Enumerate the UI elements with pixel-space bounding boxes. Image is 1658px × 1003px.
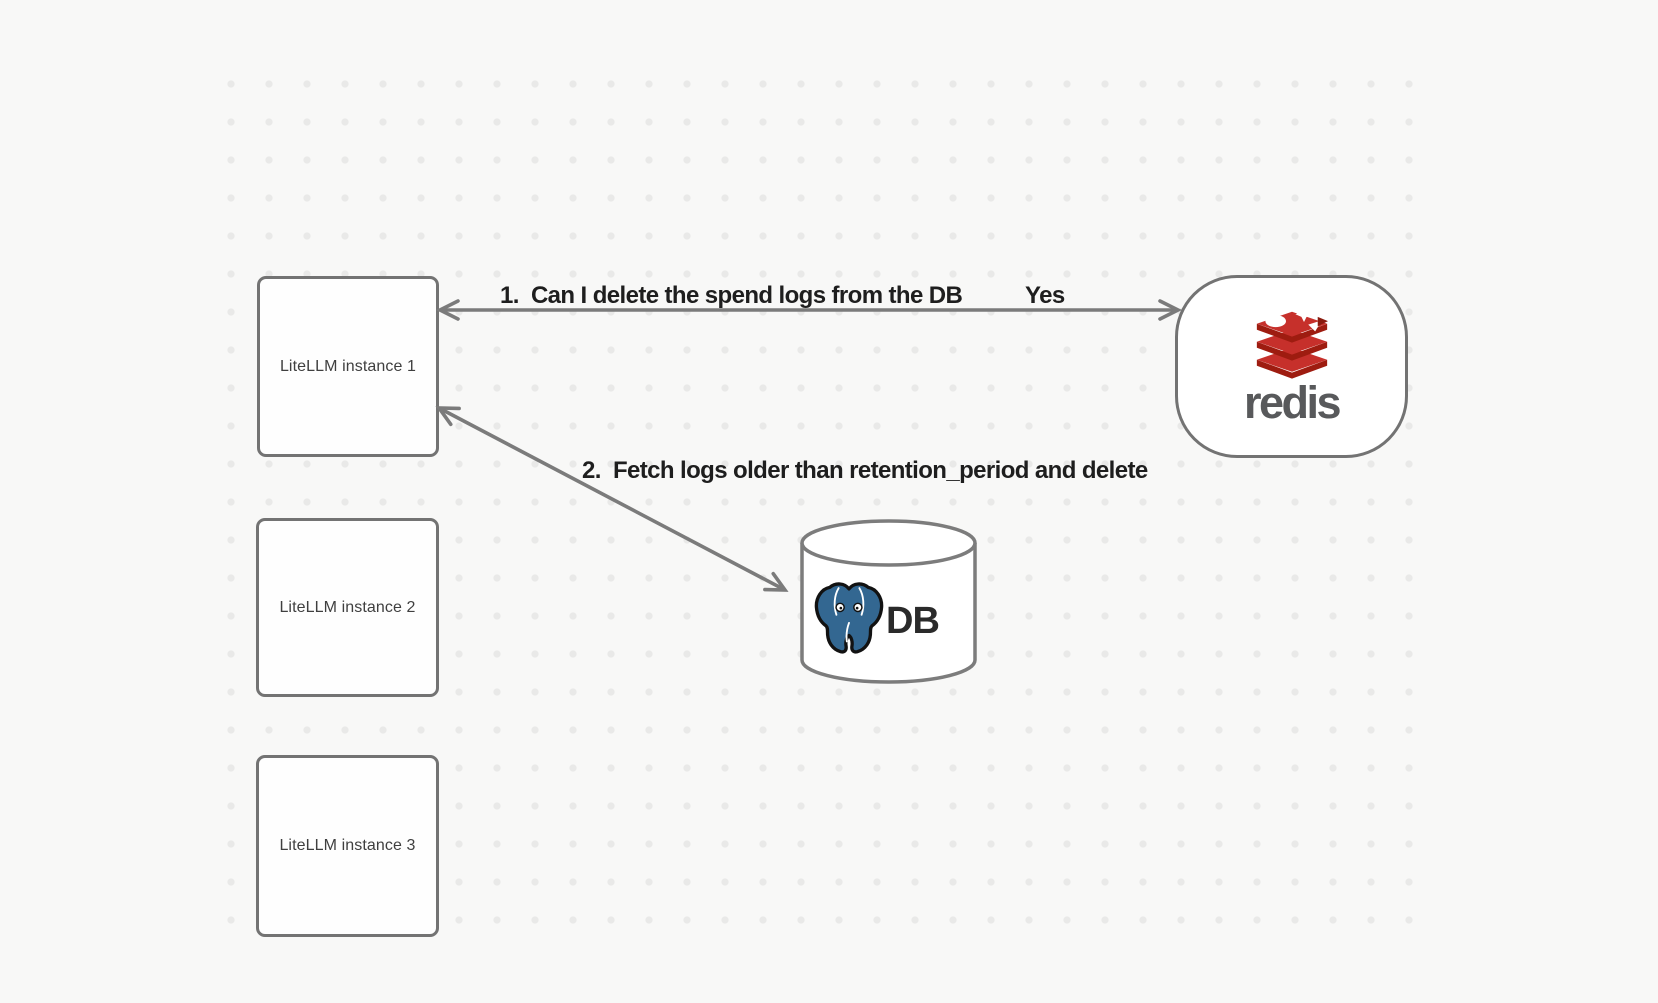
redis-node[interactable]: redis: [1175, 275, 1408, 458]
edge-label-1: 1. Can I delete the spend logs from the …: [500, 282, 963, 309]
redis-stack-icon: [1256, 310, 1328, 379]
node-label: LiteLLM instance 2: [279, 598, 416, 616]
postgres-db-node[interactable]: DB: [798, 518, 979, 686]
db-label: DB: [886, 600, 940, 642]
edge-label-2: 2. Fetch logs older than retention_perio…: [582, 457, 1148, 484]
litellm-instance-2-node[interactable]: LiteLLM instance 2: [256, 518, 439, 697]
node-label: LiteLLM instance 3: [279, 837, 416, 854]
postgresql-elephant-icon: [814, 582, 884, 654]
redis-wordmark: redis: [1243, 377, 1342, 429]
litellm-instance-1-node[interactable]: LiteLLM instance 1: [257, 276, 439, 457]
node-label: LiteLLM instance 1: [279, 357, 417, 375]
edge-response-yes: Yes: [1025, 282, 1065, 309]
litellm-instance-3-node[interactable]: LiteLLM instance 3: [256, 755, 439, 937]
